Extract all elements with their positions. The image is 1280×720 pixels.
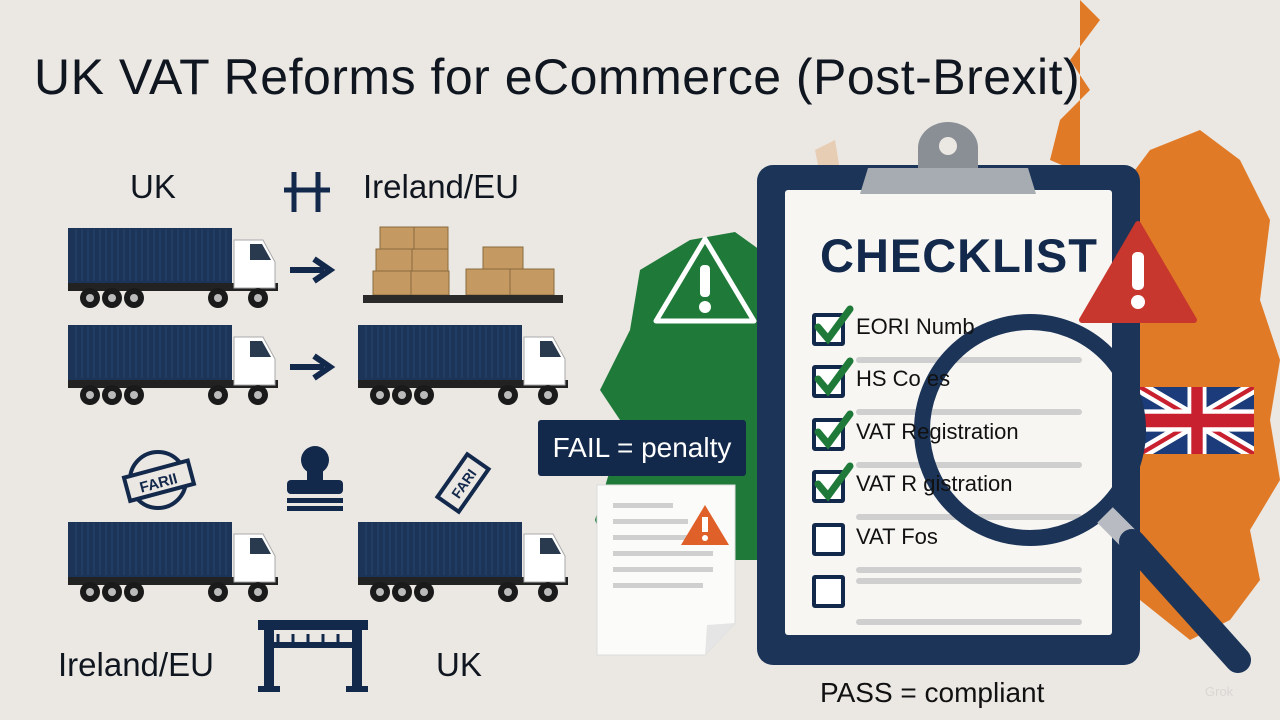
divider [856, 578, 1082, 584]
stamp-icon-left: FARII [121, 450, 197, 510]
rubber-stamp-icon [287, 446, 343, 511]
truck-icon [68, 226, 278, 312]
label-uk-top: UK [130, 168, 176, 205]
divider [856, 619, 1082, 625]
border-gate-icon [258, 620, 368, 692]
checkmark-icon [814, 305, 854, 345]
red-warning-icon [1079, 221, 1197, 323]
arrow-right-icon [290, 256, 336, 284]
divider [856, 567, 1082, 573]
uk-flag-icon [1140, 387, 1254, 454]
divider [856, 462, 1082, 468]
border-icon [284, 172, 330, 212]
checkmark-icon [814, 462, 854, 502]
magnifying-glass-icon [914, 314, 1251, 673]
truck-icon [68, 520, 278, 606]
arrow-right-icon [290, 353, 336, 381]
stamp-icon-right: FARI [434, 451, 492, 515]
checkbox[interactable] [812, 523, 845, 556]
checkmark-icon [814, 357, 854, 397]
truck-icon [358, 323, 568, 409]
truck-icon [358, 520, 568, 606]
watermark: Grok [1205, 684, 1234, 699]
checklist-item-label: VAT R gistration [856, 471, 1013, 496]
truck-icon [68, 323, 278, 409]
divider [856, 357, 1082, 363]
green-warning-icon [653, 236, 757, 324]
pass-compliant-label: PASS = compliant [820, 677, 1045, 708]
pallet-boxes-icon [363, 226, 563, 303]
checkmark-icon [814, 410, 854, 450]
document-icon [596, 484, 736, 656]
divider [856, 409, 1082, 415]
fail-penalty-label: FAIL = penalty [538, 420, 746, 476]
label-ireland-eu-bottom: Ireland/EU [58, 646, 214, 683]
checklist-item-label: HS Co es [856, 366, 951, 391]
checklist-item-label: VAT Fos [856, 524, 938, 549]
clipboard-clip [860, 122, 1036, 194]
checkbox[interactable] [812, 575, 845, 608]
checklist-item-label: VAT Registration [856, 419, 1019, 444]
checklist-item-label: EORI Numb [856, 314, 975, 339]
checklist-title: CHECKLIST [820, 229, 1098, 282]
label-ireland-eu-top: Ireland/EU [363, 168, 519, 205]
label-uk-bottom: UK [436, 646, 482, 683]
page-title: UK VAT Reforms for eCommerce (Post-Brexi… [34, 49, 1081, 105]
